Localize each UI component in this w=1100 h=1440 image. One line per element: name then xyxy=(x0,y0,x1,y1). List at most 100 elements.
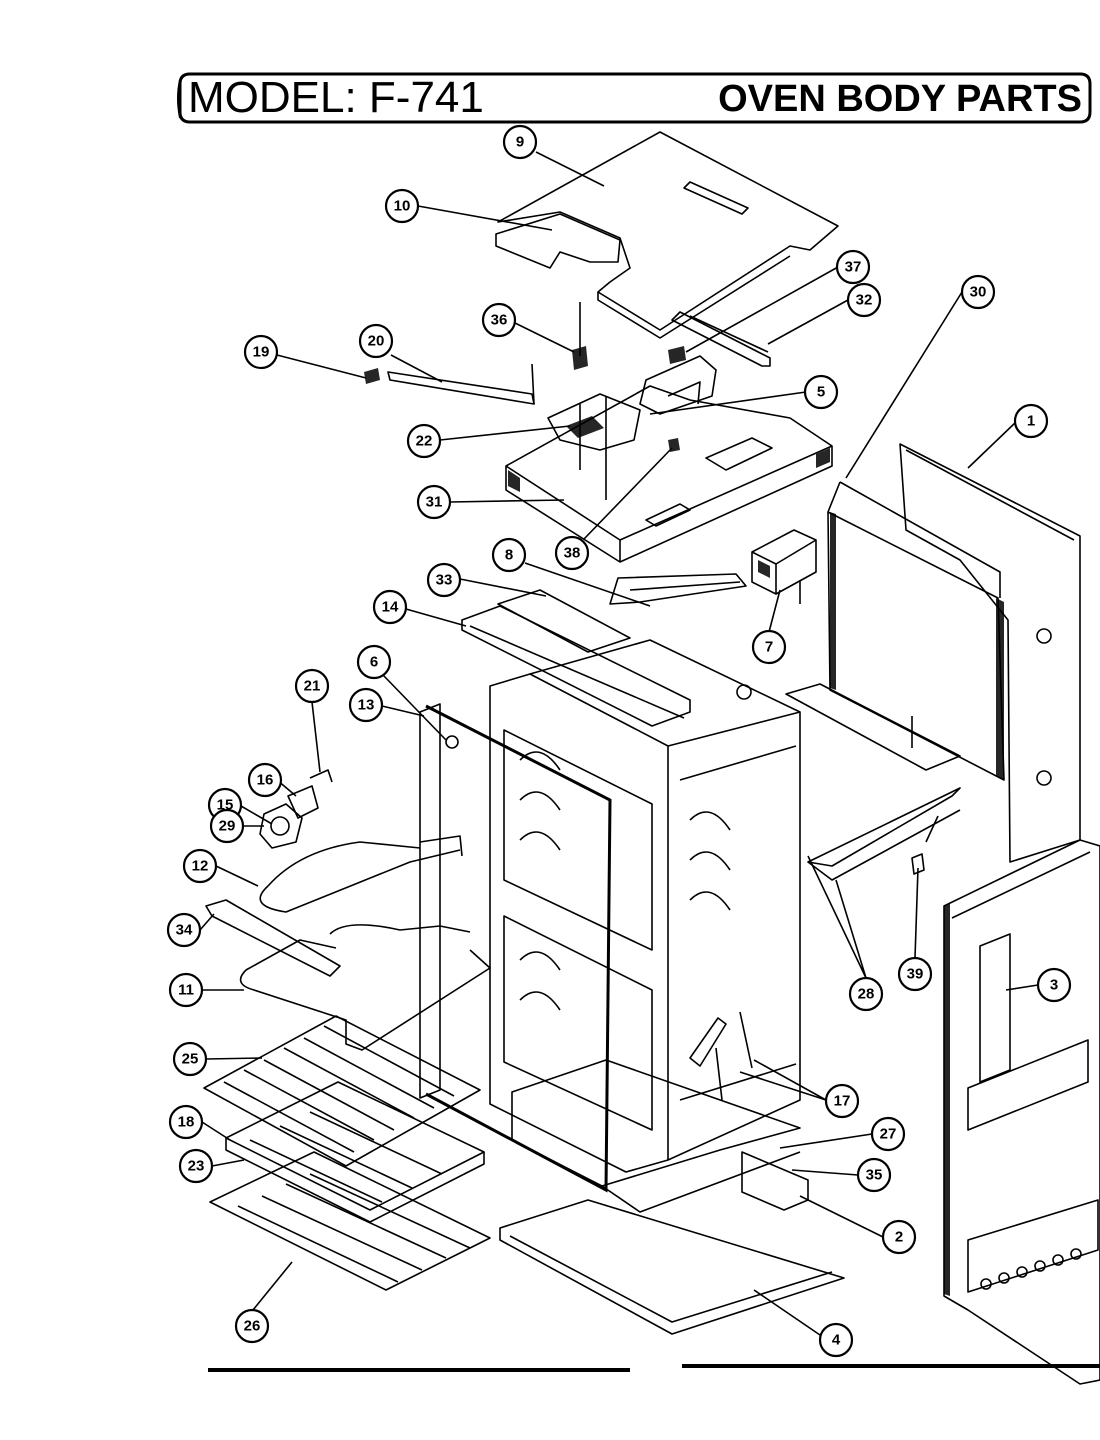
part-bake-element-12 xyxy=(259,835,463,913)
part-fan-assembly xyxy=(259,769,333,849)
callout-20: 20 xyxy=(358,323,394,359)
callout-21: 21 xyxy=(294,668,330,704)
callout-label-10: 10 xyxy=(394,198,411,215)
callout-25: 25 xyxy=(172,1041,208,1077)
callout-label-7: 7 xyxy=(765,639,773,656)
callout-label-18: 18 xyxy=(178,1114,195,1131)
callout-label-28: 28 xyxy=(858,986,875,1003)
callout-label-12: 12 xyxy=(192,858,209,875)
part-broil-element-11 xyxy=(239,924,491,1051)
callout-label-5: 5 xyxy=(817,384,825,401)
callout-label-3: 3 xyxy=(1050,977,1058,994)
part-junction-box-7 xyxy=(751,529,817,604)
callout-label-23: 23 xyxy=(188,1158,205,1175)
callout-label-20: 20 xyxy=(368,333,385,350)
callout-label-34: 34 xyxy=(176,922,193,939)
callout-11: 11 xyxy=(168,972,204,1008)
part-spring-19 xyxy=(364,368,380,384)
callout-label-35: 35 xyxy=(866,1167,883,1184)
part-oven-body xyxy=(489,639,801,1173)
callout-label-4: 4 xyxy=(832,1332,841,1349)
callout-label-39: 39 xyxy=(907,966,924,983)
callout-label-16: 16 xyxy=(257,772,274,789)
callout-31: 31 xyxy=(416,484,452,520)
part-fitting-37 xyxy=(668,346,686,364)
callout-38: 38 xyxy=(554,535,590,571)
callout-39: 39 xyxy=(897,956,933,992)
callout-label-30: 30 xyxy=(970,284,987,301)
callout-label-11: 11 xyxy=(178,982,194,999)
callout-8: 8 xyxy=(491,537,527,573)
callout-label-31: 31 xyxy=(426,494,443,511)
part-heat-shield xyxy=(495,213,621,269)
callout-label-21: 21 xyxy=(304,678,321,695)
part-rack-26 xyxy=(209,1151,491,1291)
part-rear-strip xyxy=(671,311,771,367)
part-insulation-30 xyxy=(827,481,1005,781)
part-shield-34 xyxy=(205,899,341,977)
callout-label-32: 32 xyxy=(856,292,873,309)
callout-12: 12 xyxy=(182,848,218,884)
callout-28: 28 xyxy=(848,976,884,1012)
callout-32: 32 xyxy=(846,282,882,318)
callout-10: 10 xyxy=(384,188,420,224)
part-valve-plate xyxy=(547,393,641,500)
part-burner-box xyxy=(505,355,833,563)
callout-36: 36 xyxy=(481,302,517,338)
callout-5: 5 xyxy=(803,374,839,410)
callout-7: 7 xyxy=(751,629,787,665)
part-side-panel-1 xyxy=(899,443,1081,863)
callout-3: 3 xyxy=(1036,967,1072,1003)
callout-label-26: 26 xyxy=(244,1318,261,1335)
callout-label-22: 22 xyxy=(416,433,433,450)
callout-33: 33 xyxy=(426,562,462,598)
callout-13: 13 xyxy=(348,687,384,723)
part-rod-20 xyxy=(387,363,535,405)
callout-34: 34 xyxy=(166,912,202,948)
callout-label-37: 37 xyxy=(845,259,862,276)
callout-label-6: 6 xyxy=(370,654,378,671)
part-top-cover xyxy=(497,131,839,339)
callout-label-13: 13 xyxy=(358,697,375,714)
part-top-rails xyxy=(461,589,691,727)
callout-6: 6 xyxy=(356,644,392,680)
callout-label-8: 8 xyxy=(505,547,513,564)
part-door-3 xyxy=(943,839,1100,1385)
part-clip-39 xyxy=(911,815,939,875)
callout-30: 30 xyxy=(960,274,996,310)
callout-22: 22 xyxy=(406,423,442,459)
callout-label-33: 33 xyxy=(436,572,453,589)
callout-9: 9 xyxy=(502,124,538,160)
part-tube-8 xyxy=(609,573,747,605)
part-rack-25 xyxy=(203,1015,481,1167)
callout-label-38: 38 xyxy=(564,545,581,562)
callout-19: 19 xyxy=(243,334,279,370)
callout-18: 18 xyxy=(168,1104,204,1140)
callout-16: 16 xyxy=(247,762,283,798)
callout-4: 4 xyxy=(818,1322,854,1358)
callout-label-25: 25 xyxy=(182,1051,199,1068)
callout-2: 2 xyxy=(881,1219,917,1255)
leader-lines xyxy=(199,151,1039,1336)
part-hinge-17 xyxy=(689,1011,753,1101)
callout-29: 29 xyxy=(209,808,245,844)
callout-1: 1 xyxy=(1013,403,1049,439)
callout-14: 14 xyxy=(372,589,408,625)
callout-label-2: 2 xyxy=(895,1229,903,1246)
header-frame xyxy=(177,72,1092,124)
callout-26: 26 xyxy=(234,1308,270,1344)
callout-label-19: 19 xyxy=(253,344,270,361)
callout-37: 37 xyxy=(835,249,871,285)
callout-35: 35 xyxy=(856,1157,892,1193)
part-base-pan-4 xyxy=(499,1199,845,1335)
callout-23: 23 xyxy=(178,1148,214,1184)
part-bumper-6 xyxy=(445,735,459,749)
callout-label-36: 36 xyxy=(491,312,508,329)
part-floor-tray-28 xyxy=(785,683,961,881)
section-title: OVEN BODY PARTS xyxy=(718,78,1082,120)
callout-17: 17 xyxy=(824,1083,860,1119)
callout-label-14: 14 xyxy=(382,599,399,616)
part-clip-36 xyxy=(572,302,588,370)
callout-label-27: 27 xyxy=(880,1126,897,1143)
